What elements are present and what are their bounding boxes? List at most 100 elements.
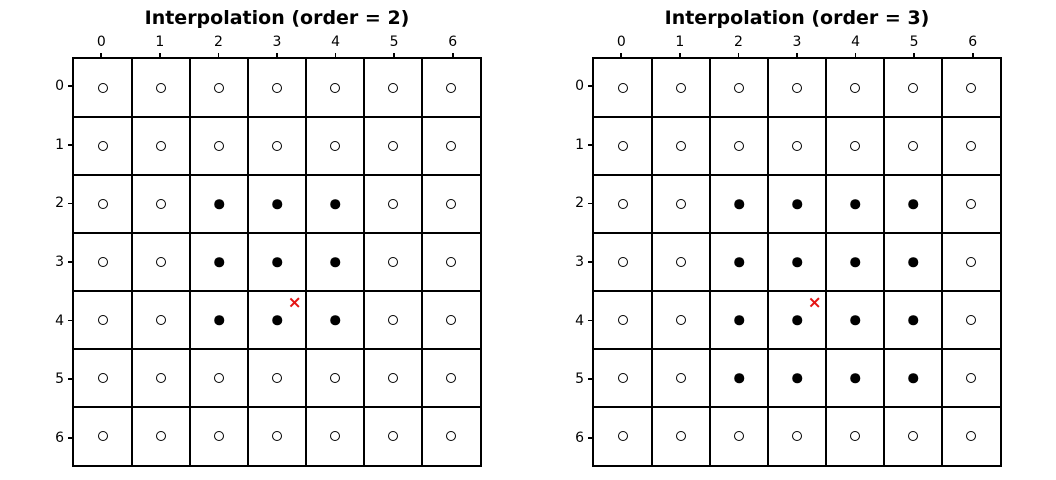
grid-line-horizontal [74, 116, 480, 118]
grid-point-open [446, 83, 456, 93]
grid-point-open [676, 315, 686, 325]
x-tick-mark [971, 52, 974, 57]
y-tick-label: 0 [575, 78, 584, 95]
y-tick-label: 6 [575, 429, 584, 446]
grid-point-filled [734, 373, 744, 383]
grid-point-open [676, 257, 686, 267]
grid-point-open [330, 83, 340, 93]
grid-point-filled [908, 373, 918, 383]
x-tick-label: 0 [616, 34, 626, 50]
x-tick-mark [854, 52, 857, 57]
grid-point-open [388, 199, 398, 209]
grid-line-vertical [825, 59, 827, 465]
grid-line-vertical [883, 59, 885, 465]
y-tick-mark [587, 378, 592, 380]
grid-point-open [156, 199, 166, 209]
grid-line-vertical [305, 59, 307, 465]
grid-point-open [156, 141, 166, 151]
x-tick-mark [393, 52, 395, 57]
x-tick-mark [276, 52, 278, 57]
grid-point-open [676, 83, 686, 93]
grid-point-open [792, 141, 802, 151]
x-tick-mark [100, 52, 103, 57]
grid-point-open [618, 431, 628, 441]
y-tick-mark [67, 144, 72, 146]
grid-point-filled [850, 257, 860, 267]
grid-point-open [98, 199, 108, 209]
grid-line-horizontal [74, 174, 480, 176]
y-tick-label: 1 [575, 136, 584, 153]
grid-point-filled [792, 373, 802, 383]
grid-point-filled [330, 199, 340, 209]
y-tick-mark [587, 261, 592, 263]
grid-point-open [98, 83, 108, 93]
grid-point-open [966, 315, 976, 325]
grid-point-open [272, 83, 282, 93]
grid-point-open [908, 141, 918, 151]
grid-point-open [98, 315, 108, 325]
y-tick-mark [67, 261, 72, 263]
y-tick-mark [587, 436, 592, 439]
grid-point-open [734, 83, 744, 93]
grid-point-filled [908, 199, 918, 209]
grid-line-vertical [363, 59, 365, 465]
grid-point-open [272, 141, 282, 151]
grid-point-open [156, 315, 166, 325]
grid-point-open [156, 373, 166, 383]
grid-point-open [330, 141, 340, 151]
grid-point-open [272, 373, 282, 383]
grid-point-filled [734, 257, 744, 267]
plot-area [592, 57, 1002, 467]
y-tick-label: 3 [55, 254, 64, 270]
grid-point-open [446, 257, 456, 267]
grid-point-open [908, 83, 918, 93]
grid-point-open [156, 83, 166, 93]
grid-point-filled [330, 315, 340, 325]
grid-point-open [272, 431, 282, 441]
x-tick-label: 6 [968, 34, 978, 50]
grid-point-open [966, 431, 976, 441]
y-tick-label: 2 [55, 195, 64, 212]
grid-point-open [966, 83, 976, 93]
grid-line-horizontal [594, 348, 1000, 350]
grid-point-open [676, 141, 686, 151]
grid-line-vertical [189, 59, 191, 465]
interpolation-point-x-icon [289, 297, 300, 308]
x-tick-label: 0 [96, 34, 106, 50]
grid-point-open [966, 199, 976, 209]
x-tick-label: 2 [213, 34, 223, 50]
grid-point-filled [908, 315, 918, 325]
grid-point-open [850, 141, 860, 151]
grid-line-horizontal [594, 290, 1000, 292]
x-tick-label: 6 [448, 34, 458, 50]
grid-point-open [734, 141, 744, 151]
grid-point-open [908, 431, 918, 441]
x-tick-label: 3 [792, 34, 802, 50]
x-tick-mark [796, 52, 798, 57]
grid-point-filled [908, 257, 918, 267]
grid-point-open [618, 83, 628, 93]
x-tick-mark [913, 52, 915, 57]
x-tick-label: 3 [272, 34, 282, 50]
grid-point-open [966, 141, 976, 151]
grid-point-open [792, 431, 802, 441]
y-tick-mark [67, 319, 72, 322]
y-tick-mark [587, 202, 592, 205]
x-tick-mark [217, 52, 220, 57]
x-tick-label: 2 [733, 34, 743, 50]
grid-point-open [446, 373, 456, 383]
grid-point-open [850, 83, 860, 93]
grid-line-horizontal [74, 232, 480, 234]
grid-point-open [446, 315, 456, 325]
grid-line-vertical [651, 59, 653, 465]
x-tick-label: 5 [389, 34, 399, 50]
grid-point-open [98, 373, 108, 383]
grid-point-open [446, 199, 456, 209]
grid-line-vertical [131, 59, 133, 465]
grid-point-filled [272, 257, 282, 267]
grid-point-open [388, 431, 398, 441]
y-tick-label: 0 [55, 78, 64, 95]
grid-line-horizontal [594, 116, 1000, 118]
interpolation-point-x-icon [809, 297, 820, 308]
